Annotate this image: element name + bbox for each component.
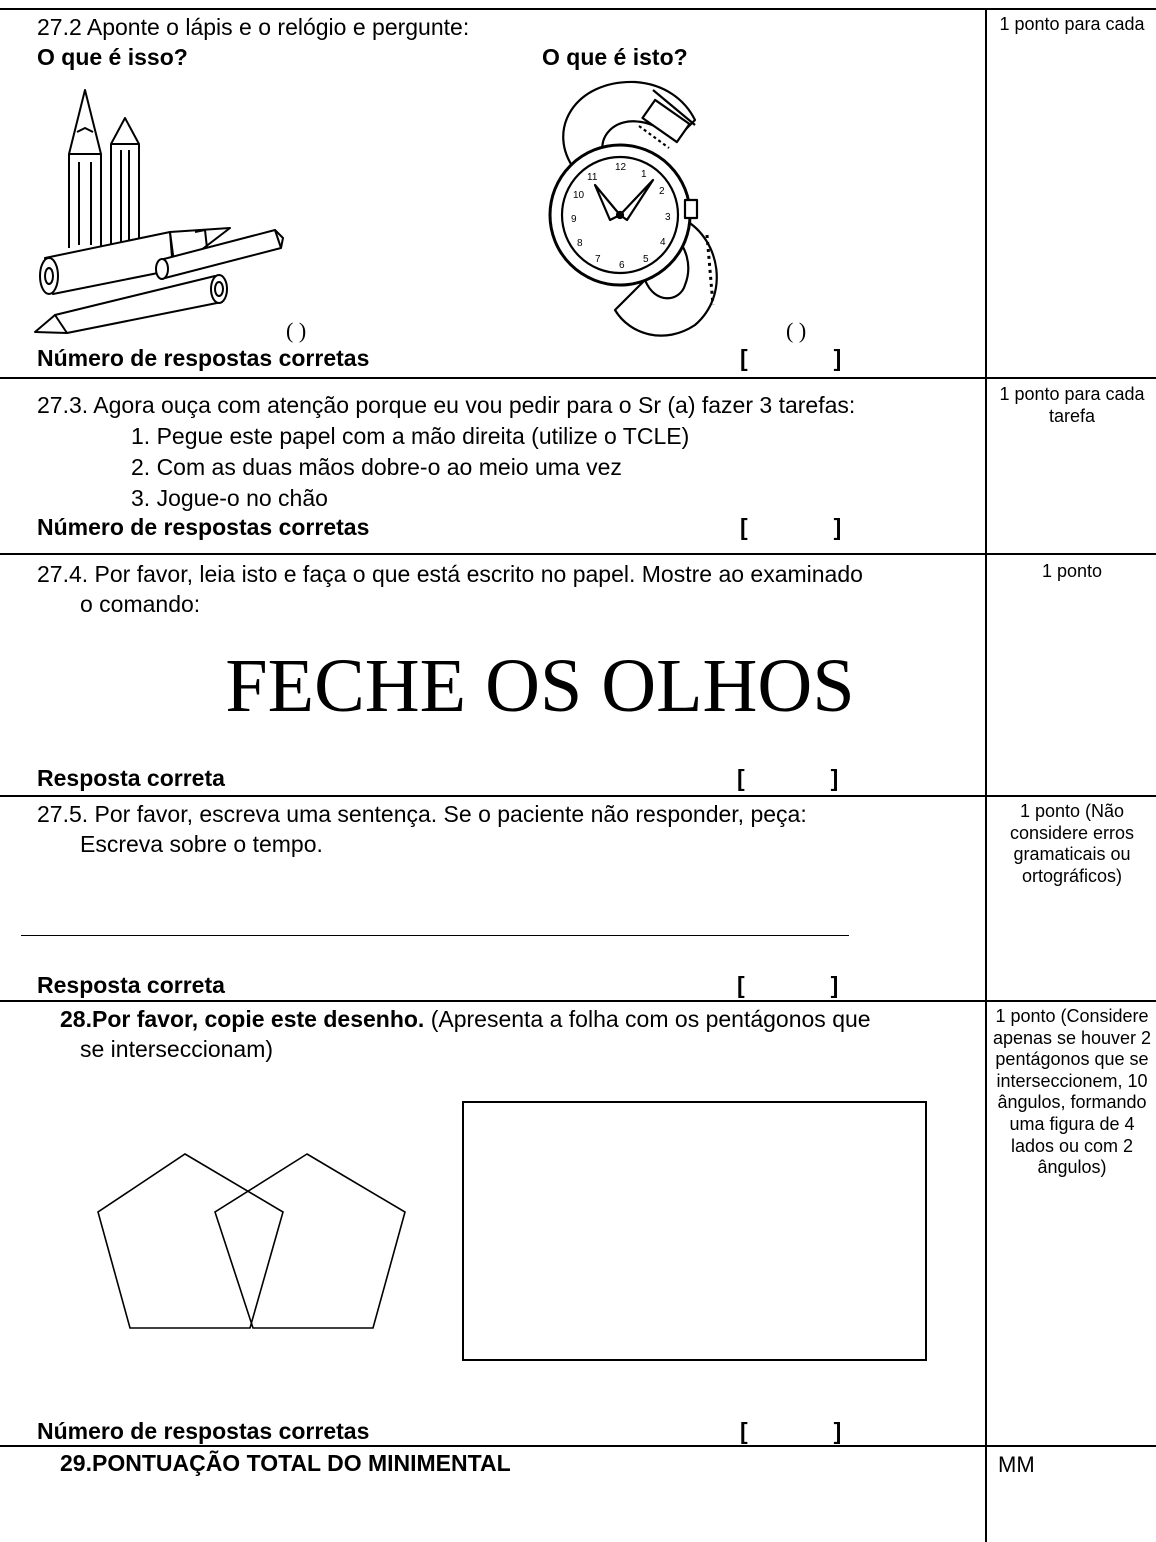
svg-text:10: 10	[573, 190, 585, 201]
svg-text:9: 9	[571, 214, 577, 225]
s27-4-instruction-line1: 27.4. Por favor, leia isto e faça o que …	[37, 561, 863, 587]
s27-5-result-label: Resposta correta	[37, 972, 225, 998]
s27-2-instruction: 27.2 Aponte o lápis e o relógio e pergun…	[37, 14, 470, 40]
answer-mark-watch[interactable]: ( )	[786, 318, 807, 343]
s27-2-score: 1 ponto para cada	[999, 14, 1145, 34]
top-border	[0, 8, 1156, 10]
s27-5-score: 1 ponto (Não considere erros gramaticais…	[1009, 801, 1135, 886]
svg-text:6: 6	[619, 260, 625, 271]
s27-2-result-label: Número de respostas corretas	[37, 345, 370, 371]
question-pencil: O que é isso?	[37, 44, 188, 70]
answer-mark-pencil[interactable]: ( )	[286, 318, 307, 343]
svg-text:4: 4	[660, 237, 666, 248]
intersecting-pentagons-drawing	[97, 1153, 406, 1329]
row-divider-3	[0, 795, 1156, 797]
column-divider	[985, 8, 987, 1542]
s27-5-instruction-line2: Escreva sobre o tempo.	[80, 831, 323, 857]
copy-drawing-box[interactable]	[462, 1101, 927, 1361]
s27-4-instruction-line2: o comando:	[80, 591, 201, 617]
task-3: 3. Jogue-o no chão	[131, 485, 328, 511]
s28-instruction-line1: 28.Por favor, copie este desenho. (Apres…	[60, 1006, 871, 1032]
pencils-illustration	[34, 89, 284, 334]
row-divider-5	[0, 1445, 1156, 1447]
svg-text:12: 12	[615, 162, 627, 173]
svg-text:1: 1	[641, 169, 647, 180]
task-1: 1. Pegue este papel com a mão direita (u…	[131, 423, 690, 449]
s28-instruction-line2: se interseccionam)	[80, 1036, 274, 1062]
s28-score: 1 ponto (Considere apenas se houver 2 pe…	[992, 1006, 1152, 1178]
s27-3-score: 1 ponto para cada tarefa	[999, 384, 1145, 426]
s27-3-result-label: Número de respostas corretas	[37, 514, 370, 540]
s28-bold-text: Por favor, copie este desenho.	[91, 1006, 425, 1032]
task-2: 2. Com as duas mãos dobre-o ao meio uma …	[131, 454, 622, 480]
sentence-writing-line[interactable]	[21, 935, 849, 936]
s27-4-score: 1 ponto	[1041, 561, 1103, 581]
row-divider-4	[0, 1000, 1156, 1002]
s29-score-field[interactable]: MM	[998, 1452, 1035, 1477]
svg-text:8: 8	[577, 238, 583, 249]
row-divider-2	[0, 553, 1156, 555]
s28-rest-line1: (Apresenta a folha com os pentágonos que	[424, 1006, 871, 1032]
svg-text:3: 3	[665, 212, 671, 223]
svg-text:7: 7	[595, 254, 601, 265]
s27-4-answer-box[interactable]: []	[737, 765, 839, 791]
s29-title: 29.PONTUAÇÃO TOTAL DO MINIMENTAL	[60, 1450, 511, 1476]
s27-5-instruction-line1: 27.5. Por favor, escreva uma sentença. S…	[37, 801, 807, 827]
svg-text:11: 11	[587, 172, 598, 183]
s27-4-result-label: Resposta correta	[37, 765, 225, 791]
svg-text:5: 5	[643, 254, 649, 265]
s28-result-label: Número de respostas corretas	[37, 1418, 370, 1444]
question-watch: O que é isto?	[542, 44, 688, 70]
s27-3-instruction: 27.3. Agora ouça com atenção porque eu v…	[37, 392, 856, 418]
svg-text:2: 2	[659, 186, 665, 197]
s27-2-answer-box[interactable]: []	[740, 345, 842, 371]
s28-number: 28.	[60, 1006, 92, 1032]
s27-5-answer-box[interactable]: []	[737, 972, 839, 998]
command-text: FECHE OS OLHOS	[225, 644, 855, 728]
row-divider-1	[0, 377, 1156, 379]
s28-answer-box[interactable]: []	[740, 1418, 842, 1444]
s27-3-answer-box[interactable]: []	[740, 514, 842, 540]
